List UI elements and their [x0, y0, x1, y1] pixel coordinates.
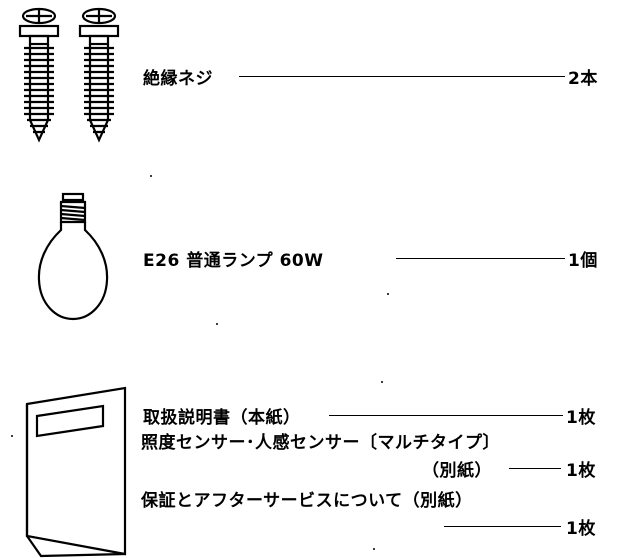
item-name: E26 普通ランプ 60W — [143, 251, 324, 271]
sensor-name-line2: （別紙） — [422, 461, 492, 481]
leader-line — [396, 258, 565, 259]
scan-speck — [373, 548, 375, 550]
scan-speck — [150, 175, 152, 177]
warranty-name: 保証とアフターサービスについて（別紙） — [141, 491, 473, 511]
scan-speck — [381, 381, 383, 383]
warranty-qty: 1枚 — [566, 519, 596, 539]
scan-speck — [11, 435, 13, 437]
item-qty: 1個 — [568, 251, 598, 271]
light-bulb-icon — [37, 192, 109, 321]
booklet-icon — [25, 386, 127, 558]
item-name: 絶縁ネジ — [143, 69, 213, 89]
scan-speck — [216, 323, 218, 325]
leader-line — [329, 415, 563, 416]
sensor-name-line1: 照度センサー･人感センサー〔マルチタイプ〕 — [141, 433, 500, 453]
leader-line — [239, 76, 565, 77]
screw-icon — [18, 7, 120, 143]
manual-name: 取扱説明書（本紙） — [143, 408, 301, 428]
scan-speck — [387, 293, 389, 295]
item-qty: 2本 — [568, 69, 598, 89]
leader-line — [444, 526, 561, 527]
leader-line — [509, 468, 561, 469]
manual-qty: 1枚 — [566, 408, 596, 428]
sensor-qty: 1枚 — [566, 461, 596, 481]
